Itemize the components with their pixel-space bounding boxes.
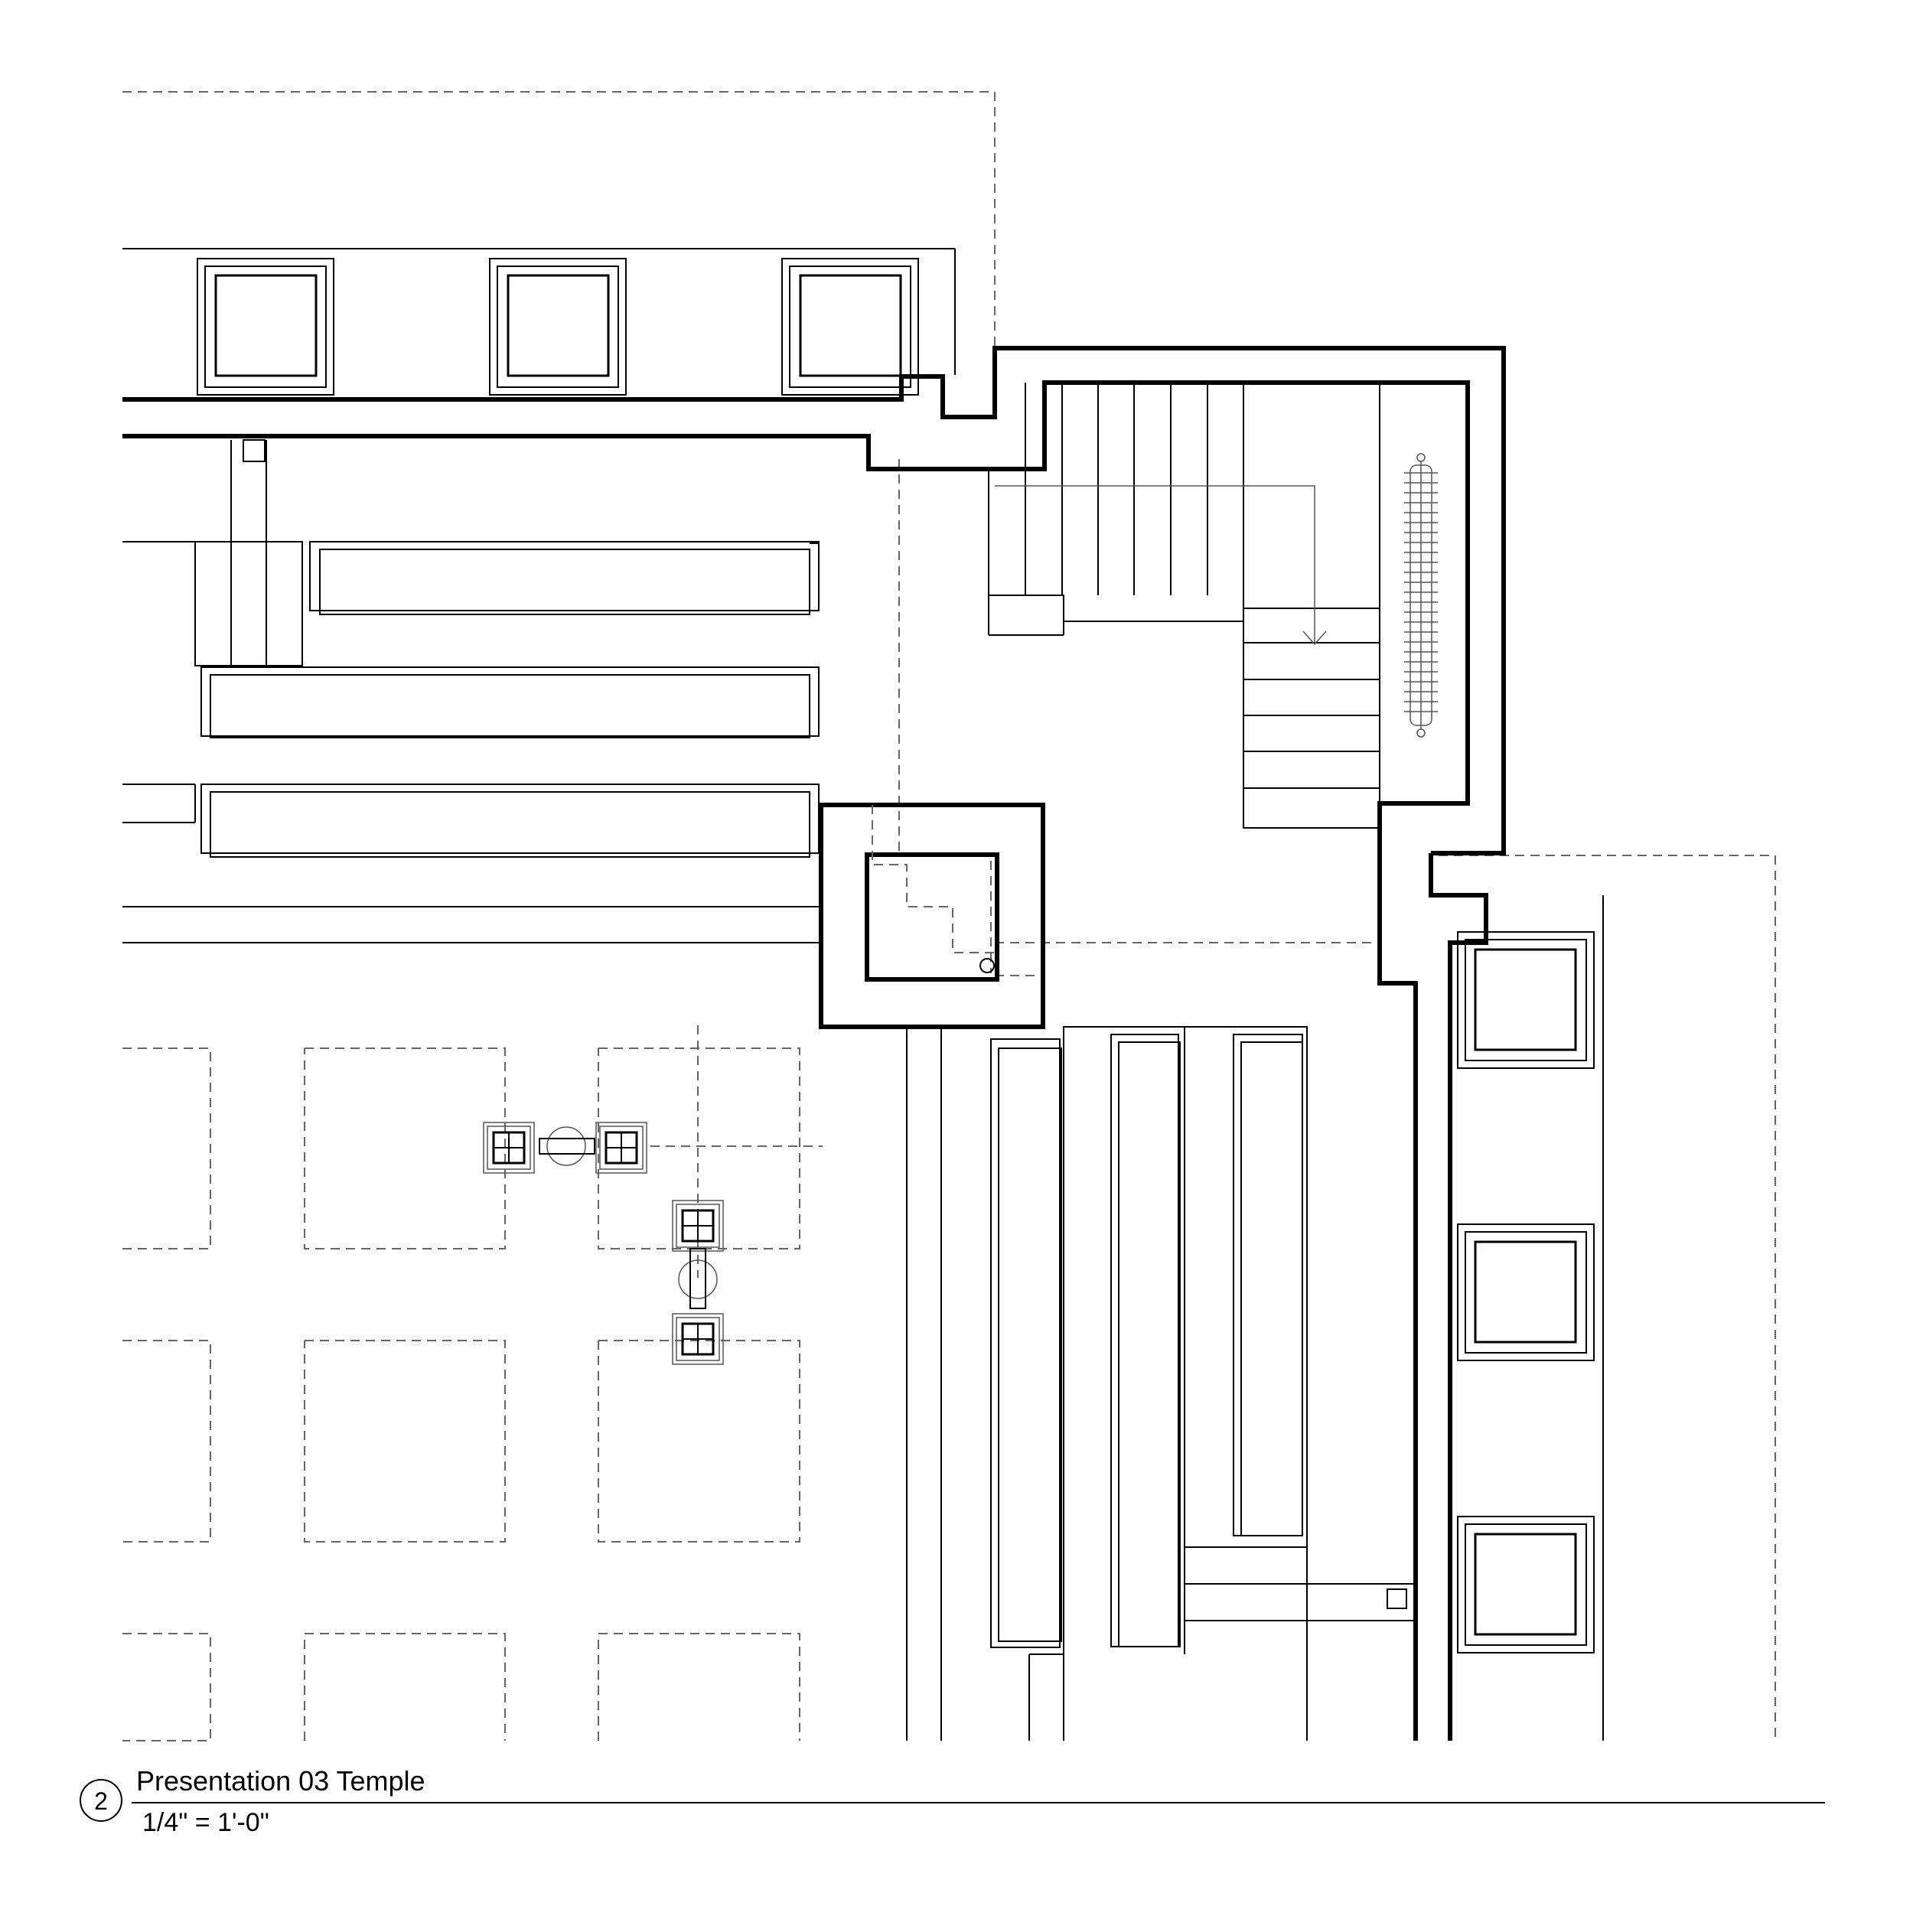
overhead-outline-right: [995, 855, 1776, 1741]
lamp-fixture: [595, 1122, 647, 1174]
pew-lower-1: [990, 1038, 1062, 1648]
view-scale: 1/4" = 1'-0": [142, 1808, 269, 1837]
pew-block-upper: [122, 541, 303, 666]
window-top-3: [781, 258, 919, 396]
dashed-grid: [122, 1047, 800, 1741]
window-top-1: [197, 258, 334, 396]
pew-lower-bench: [1185, 1546, 1416, 1621]
title-block: 2 Presentation 03 Temple 1/4" = 1'-0": [80, 1765, 1825, 1837]
overhead-outline-top: [122, 91, 996, 853]
stair: [988, 383, 1380, 829]
aisle-lines: [122, 906, 819, 943]
grid-square: [304, 1633, 506, 1741]
grid-square: [122, 1633, 211, 1741]
grid-square: [122, 1340, 211, 1543]
grid-square: [598, 1633, 800, 1741]
view-number: 2: [94, 1787, 108, 1815]
arrow-down-icon: [1302, 630, 1327, 646]
window-right-2: [1457, 1223, 1595, 1361]
view-title: Presentation 03 Temple: [136, 1765, 425, 1797]
fixture-cluster: [483, 1025, 823, 1365]
pew-lower-frame: [1028, 1026, 1308, 1741]
grid-square: [122, 1047, 211, 1249]
window-top-2: [489, 258, 627, 396]
grid-square: [304, 1047, 506, 1249]
pew-2: [200, 666, 820, 738]
grid-square: [598, 1047, 800, 1249]
lamp-fixture: [672, 1313, 724, 1365]
aisle-vertical: [906, 1029, 942, 1741]
central-pillar: [819, 803, 1045, 1029]
window-right-1: [1457, 931, 1595, 1069]
pew-lower-3: [1233, 1034, 1303, 1536]
view-number-bubble: [80, 1779, 122, 1822]
radiator-icon: [1404, 453, 1438, 738]
lamp-fixture: [672, 1200, 724, 1252]
pew-lower-2: [1110, 1026, 1181, 1647]
pew-3: [122, 784, 820, 858]
post-top: [230, 439, 267, 666]
lamp-fixture: [483, 1122, 535, 1174]
grid-square: [304, 1340, 506, 1543]
pew-1: [309, 541, 820, 615]
grid-square: [598, 1340, 800, 1543]
top-wall: [122, 248, 1506, 1741]
window-right-3: [1457, 1516, 1595, 1653]
